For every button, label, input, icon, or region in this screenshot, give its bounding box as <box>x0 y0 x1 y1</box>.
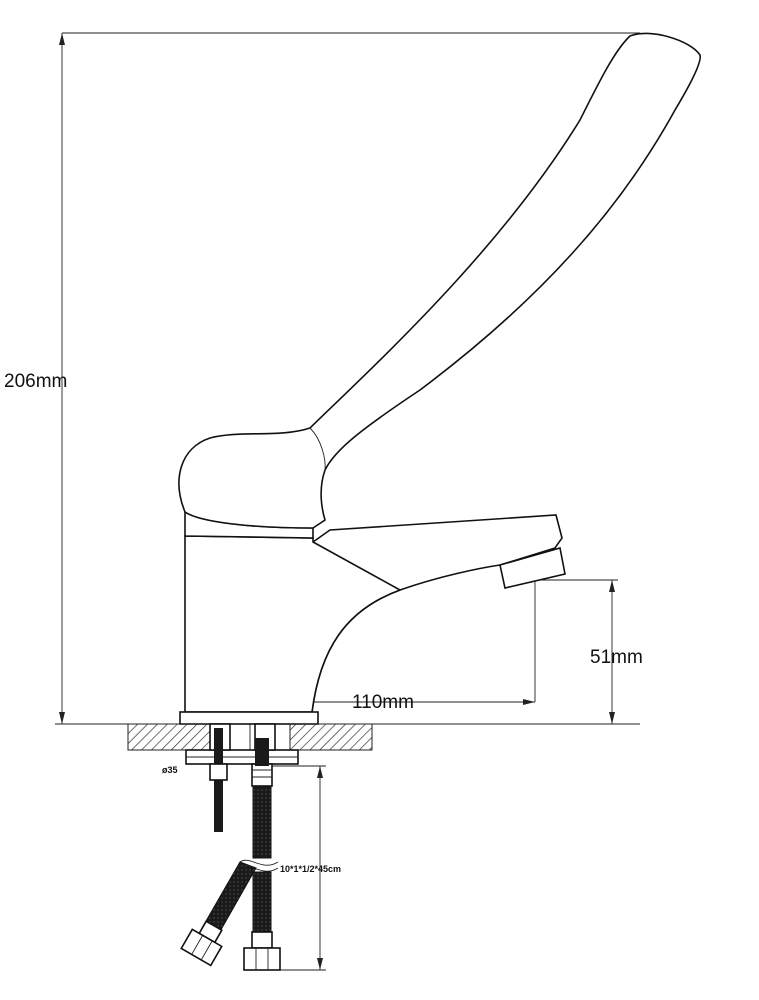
arrow-up <box>59 33 65 45</box>
hose-spec-label: 10*1*1/2*45cm <box>280 864 341 874</box>
nut-facet <box>191 935 204 955</box>
countertop-left <box>127 723 211 751</box>
arrow-down <box>317 958 323 970</box>
arrow-up <box>317 766 323 778</box>
aerator <box>499 546 566 589</box>
spout-height-dimension: 51mm <box>535 579 643 724</box>
reach-label: 110mm <box>352 692 414 713</box>
spout-height-label: 51mm <box>590 647 643 668</box>
hose-nut-straight <box>243 947 281 971</box>
nut-facet <box>200 940 213 961</box>
hose-top-fitting <box>251 763 273 787</box>
connection-hoses: 10*1*1/2*45cm <box>180 728 341 971</box>
countertop-right <box>289 723 373 751</box>
hose-ferrule-straight <box>251 931 273 949</box>
arrow-down <box>59 712 65 724</box>
height-dimension: 206mm <box>4 32 640 724</box>
hose-nut-angled-group <box>180 920 223 967</box>
hose-straight-lower <box>252 871 272 933</box>
lever-handle <box>178 32 701 529</box>
body-cylinder <box>184 535 402 713</box>
base-plate <box>179 711 319 725</box>
height-label: 206mm <box>4 371 67 392</box>
hose-tail <box>255 738 269 766</box>
hose-nut-angled <box>180 928 223 967</box>
handle-crease <box>309 427 326 471</box>
hole-diameter-label: ø35 <box>162 765 178 775</box>
faucet-body <box>178 32 701 725</box>
hose-straight-upper <box>252 785 272 859</box>
break-mark <box>239 859 279 866</box>
arrow-down <box>609 712 615 724</box>
arrow-right <box>523 699 535 705</box>
arrow-up <box>609 580 615 592</box>
rod-nut <box>209 763 228 781</box>
